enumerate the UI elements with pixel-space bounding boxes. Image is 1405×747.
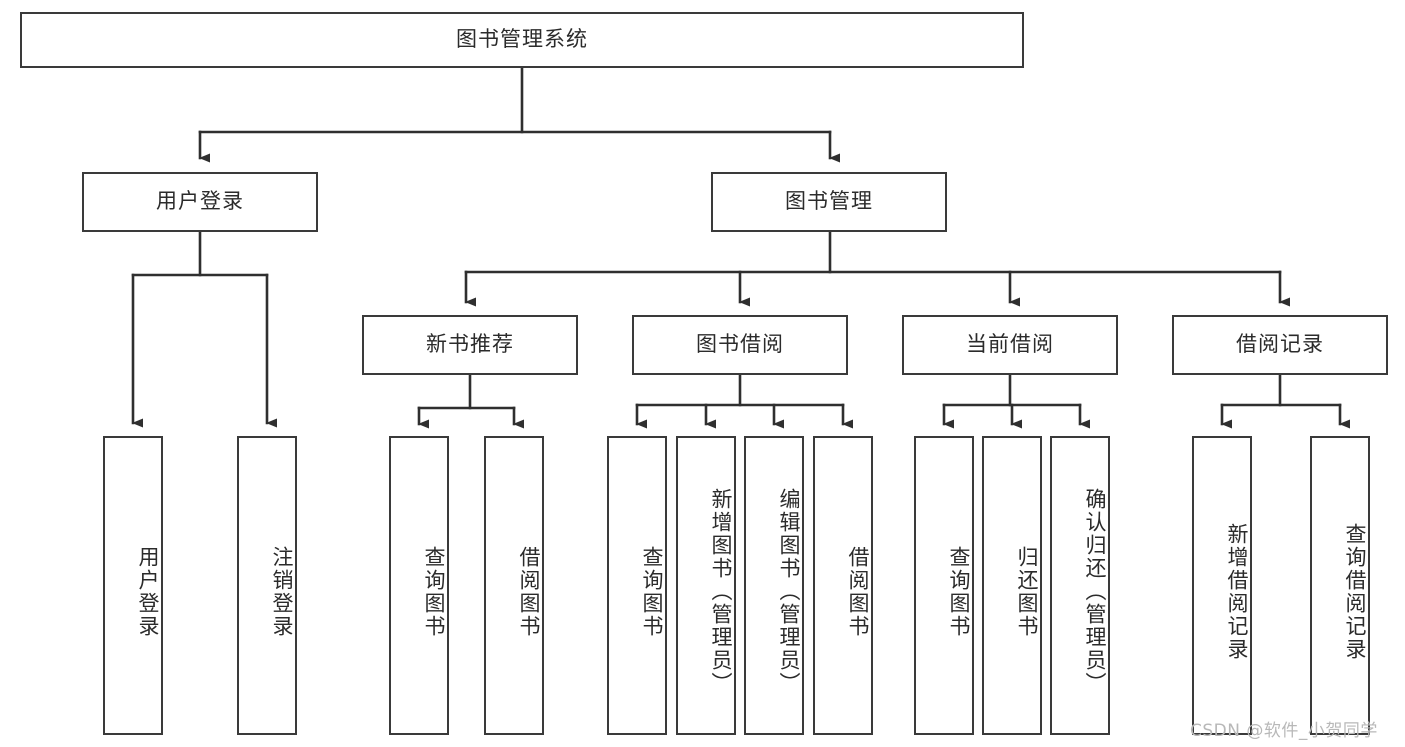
node-leaf-add-book-admin[interactable]: 新增图书（管理员） — [676, 436, 736, 735]
node-leaf-query-book-current[interactable]: 查询图书 — [914, 436, 974, 735]
node-leaf-query-book-recommend[interactable]: 查询图书 — [389, 436, 449, 735]
node-leaf-logout[interactable]: 注销登录 — [237, 436, 297, 735]
node-label: 图书管理系统 — [456, 27, 588, 52]
node-label: 编辑图书（管理员） — [777, 488, 801, 695]
node-leaf-user-login[interactable]: 用户登录 — [103, 436, 163, 735]
csdn-watermark: CSDN @软件_小贺同学 — [1190, 721, 1378, 741]
node-user-login[interactable]: 用户登录 — [82, 172, 318, 232]
node-leaf-return-book[interactable]: 归还图书 — [982, 436, 1042, 735]
node-leaf-confirm-return-admin[interactable]: 确认归还（管理员） — [1050, 436, 1110, 735]
node-label: 查询图书 — [640, 545, 664, 638]
node-leaf-add-borrow-record[interactable]: 新增借阅记录 — [1192, 436, 1252, 735]
node-label: 归还图书 — [1015, 545, 1039, 638]
node-leaf-borrow-book[interactable]: 借阅图书 — [813, 436, 873, 735]
node-leaf-query-book-borrow[interactable]: 查询图书 — [607, 436, 667, 735]
node-label: 查询图书 — [947, 545, 971, 638]
node-label: 新增图书（管理员） — [709, 488, 733, 695]
node-label: 查询图书 — [422, 545, 446, 638]
node-leaf-query-borrow-record[interactable]: 查询借阅记录 — [1310, 436, 1370, 735]
node-book-borrowing[interactable]: 图书借阅 — [632, 315, 848, 375]
node-leaf-borrow-book-recommend[interactable]: 借阅图书 — [484, 436, 544, 735]
node-label: 新增借阅记录 — [1225, 522, 1249, 661]
node-label: 注销登录 — [270, 545, 294, 638]
node-label: 确认归还（管理员） — [1083, 488, 1107, 695]
node-label: 查询借阅记录 — [1343, 522, 1367, 661]
node-book-management[interactable]: 图书管理 — [711, 172, 947, 232]
node-current-borrowing[interactable]: 当前借阅 — [902, 315, 1118, 375]
node-label: 用户登录 — [156, 189, 244, 214]
node-label: 用户登录 — [136, 545, 160, 638]
node-root-book-management-system[interactable]: 图书管理系统 — [20, 12, 1024, 68]
node-borrowing-records[interactable]: 借阅记录 — [1172, 315, 1388, 375]
node-new-book-recommendation[interactable]: 新书推荐 — [362, 315, 578, 375]
node-label: 借阅记录 — [1236, 332, 1324, 357]
node-label: 新书推荐 — [426, 332, 514, 357]
node-label: 借阅图书 — [846, 545, 870, 638]
node-label: 借阅图书 — [517, 545, 541, 638]
node-label: 图书管理 — [785, 189, 873, 214]
node-leaf-edit-book-admin[interactable]: 编辑图书（管理员） — [744, 436, 804, 735]
node-label: 当前借阅 — [966, 332, 1054, 357]
node-label: 图书借阅 — [696, 332, 784, 357]
